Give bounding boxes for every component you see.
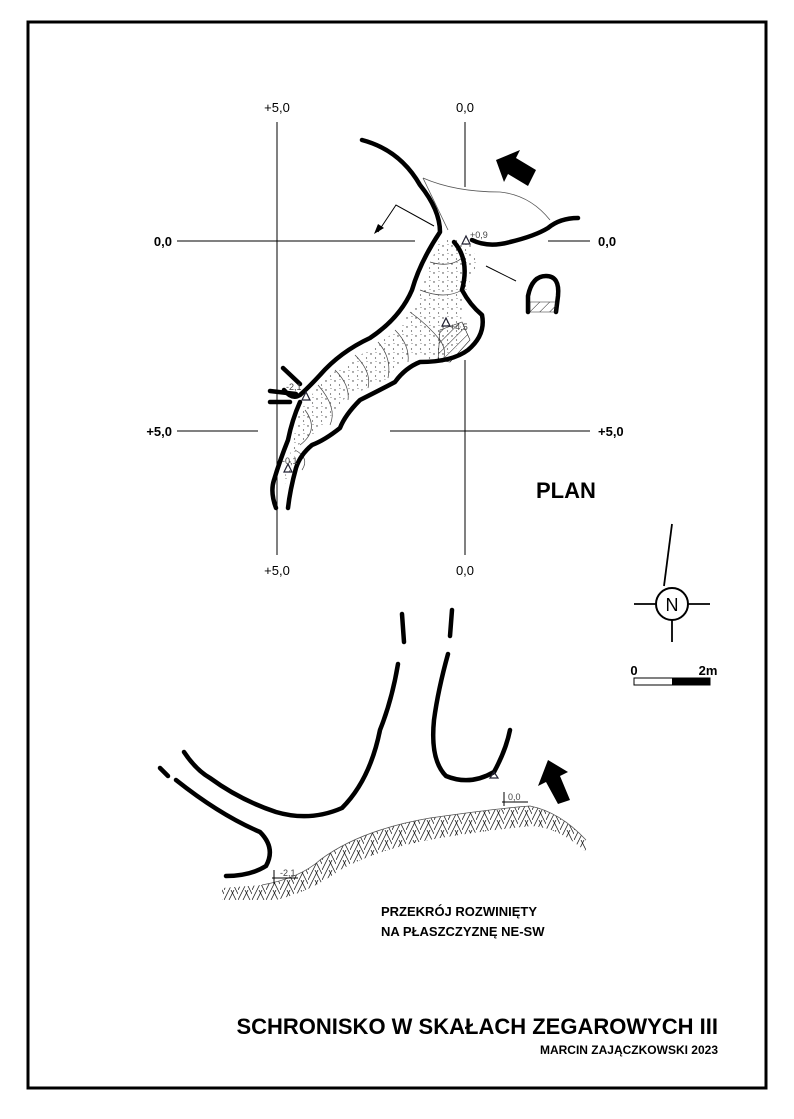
plan-entrance-outline (422, 177, 551, 221)
section-ground-line (261, 805, 587, 886)
grid-label-bottom-right: 0,0 (456, 563, 474, 578)
plan-contour (419, 289, 463, 296)
grid-label-top-left: +5,0 (264, 100, 290, 115)
plan-height-ledge: +4,5 (450, 322, 468, 332)
section-wall-right-top (447, 607, 455, 639)
section-label-line1: PRZEKRÓJ ROZWINIĘTY (381, 904, 537, 919)
section-wall-left-lower (173, 777, 273, 879)
height-marker-triangle (441, 316, 451, 327)
grid-label-bottom-left: +5,0 (264, 563, 290, 578)
section-height-floor: -2,1 (280, 868, 296, 878)
plan-contour (317, 384, 333, 426)
scale-start: 0 (630, 663, 637, 678)
section-line-tick (485, 265, 517, 282)
plan-wall-east (469, 215, 581, 247)
section-entrance-arrow-icon (538, 760, 570, 804)
map-title: SCHRONISKO W SKAŁACH ZEGAROWYCH III (236, 1014, 718, 1039)
section-wall-left-stub (157, 765, 171, 779)
plan-wall-west-lower (270, 399, 303, 511)
plan-contour (334, 369, 349, 401)
grid-label-left-lower: +5,0 (146, 424, 172, 439)
plan-contour (394, 329, 409, 363)
height-marker-triangle (301, 390, 311, 401)
plan-ledge-hatch (437, 321, 471, 363)
plan-height-entrance: +0,9 (470, 230, 488, 240)
plan-wall-west (281, 137, 443, 399)
plan-floor-stipple (282, 238, 478, 490)
plan-contour (354, 354, 370, 389)
plan-contour (299, 409, 312, 446)
cave-section: 0,0 -2,1 (157, 607, 587, 900)
plan-contour (429, 257, 463, 265)
map-author: MARCIN ZAJĄCZKOWSKI 2023 (540, 1043, 718, 1057)
height-marker-triangle (488, 770, 500, 779)
section-height-entrance: 0,0 (508, 792, 521, 802)
grid-label-right-upper: 0,0 (598, 234, 616, 249)
plan-contour (377, 341, 390, 379)
section-wall-left-outer (181, 661, 401, 819)
coordinate-grid (177, 122, 590, 555)
entrance-profile-floor (529, 301, 557, 313)
scale-end: 2m (699, 663, 718, 678)
plan-label: PLAN (536, 478, 596, 503)
plan-height-mid: -2,1 (286, 382, 302, 392)
scale-bar: 0 2m (630, 663, 718, 686)
grid-label-left-upper: 0,0 (154, 234, 172, 249)
plan-wall-east-upper (451, 239, 467, 293)
plan-wall-stub (280, 365, 303, 387)
section-direction-arrowhead (374, 224, 384, 234)
plan-contour (294, 449, 306, 471)
north-label: N (666, 595, 679, 615)
height-marker-triangle (461, 234, 471, 245)
entrance-profile (525, 273, 561, 315)
plan-wall-east-main (285, 287, 485, 511)
cave-plan: +0,9 +4,5 -2,1 -0,1 (267, 137, 581, 511)
page-frame (26, 20, 768, 1090)
section-wall-left-top (399, 611, 407, 645)
section-label-line2: NA PŁASZCZYZNĘ NE-SW (381, 924, 545, 939)
entrance-arrow-icon (496, 150, 536, 186)
section-direction-line (377, 204, 435, 233)
plan-wall-stub (267, 388, 299, 397)
section-rock-ground (222, 806, 586, 900)
grid-label-top-right: 0,0 (456, 100, 474, 115)
height-marker-triangle (283, 462, 293, 473)
north-arrow-icon: N (634, 523, 710, 642)
plan-entrance-drop (422, 177, 449, 231)
plan-height-lower: -0,1 (282, 456, 298, 466)
grid-label-right-lower: +5,0 (598, 424, 624, 439)
section-wall-right (431, 651, 513, 783)
